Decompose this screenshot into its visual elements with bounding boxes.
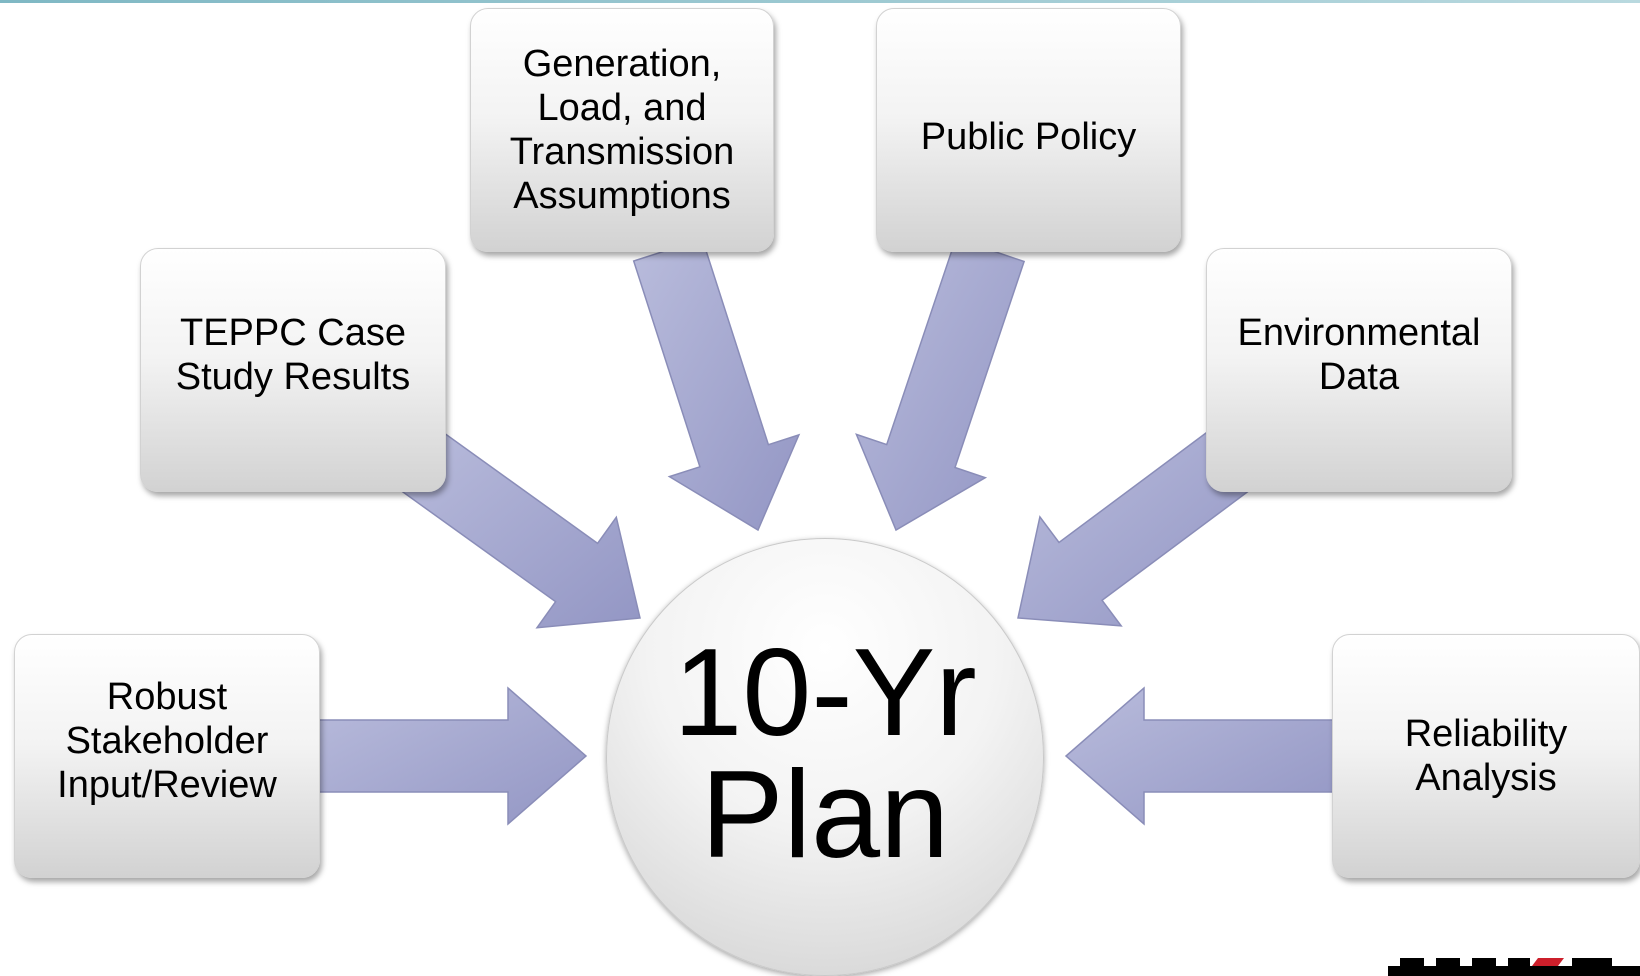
- input-label-stakeholder: Robust Stakeholder Input/Review: [57, 676, 277, 806]
- input-box-stakeholder: Robust Stakeholder Input/Review: [14, 634, 320, 878]
- center-label: 10-Yr Plan: [673, 624, 977, 884]
- arrow-from-stakeholder: [317, 686, 588, 826]
- input-label-generation: Generation, Load, and Transmission Assum…: [509, 43, 735, 217]
- input-label-public-policy: Public Policy: [920, 116, 1137, 158]
- center-circle: 10-Yr Plan: [606, 538, 1044, 976]
- input-box-teppc: TEPPC Case Study Results: [140, 248, 446, 492]
- input-label-reliability: Reliability Analysis: [1404, 713, 1568, 799]
- arrow-from-public-policy: [855, 237, 1026, 532]
- input-box-public-policy: Public Policy: [876, 8, 1181, 252]
- arrow-from-reliability: [1064, 686, 1335, 826]
- input-box-generation: Generation, Load, and Transmission Assum…: [470, 8, 774, 252]
- arrow-from-teppc: [397, 429, 641, 629]
- top-rule: [0, 0, 1640, 3]
- brand-logo: [1388, 958, 1640, 976]
- input-label-environmental: Environmental Data: [1237, 312, 1481, 398]
- arrow-from-environmental: [1017, 430, 1253, 627]
- input-box-environmental: Environmental Data: [1206, 248, 1512, 492]
- logo-red-accent: [1532, 958, 1564, 966]
- input-box-reliability: Reliability Analysis: [1332, 634, 1640, 878]
- arrow-from-generation: [632, 238, 801, 532]
- input-label-teppc: TEPPC Case Study Results: [175, 312, 411, 398]
